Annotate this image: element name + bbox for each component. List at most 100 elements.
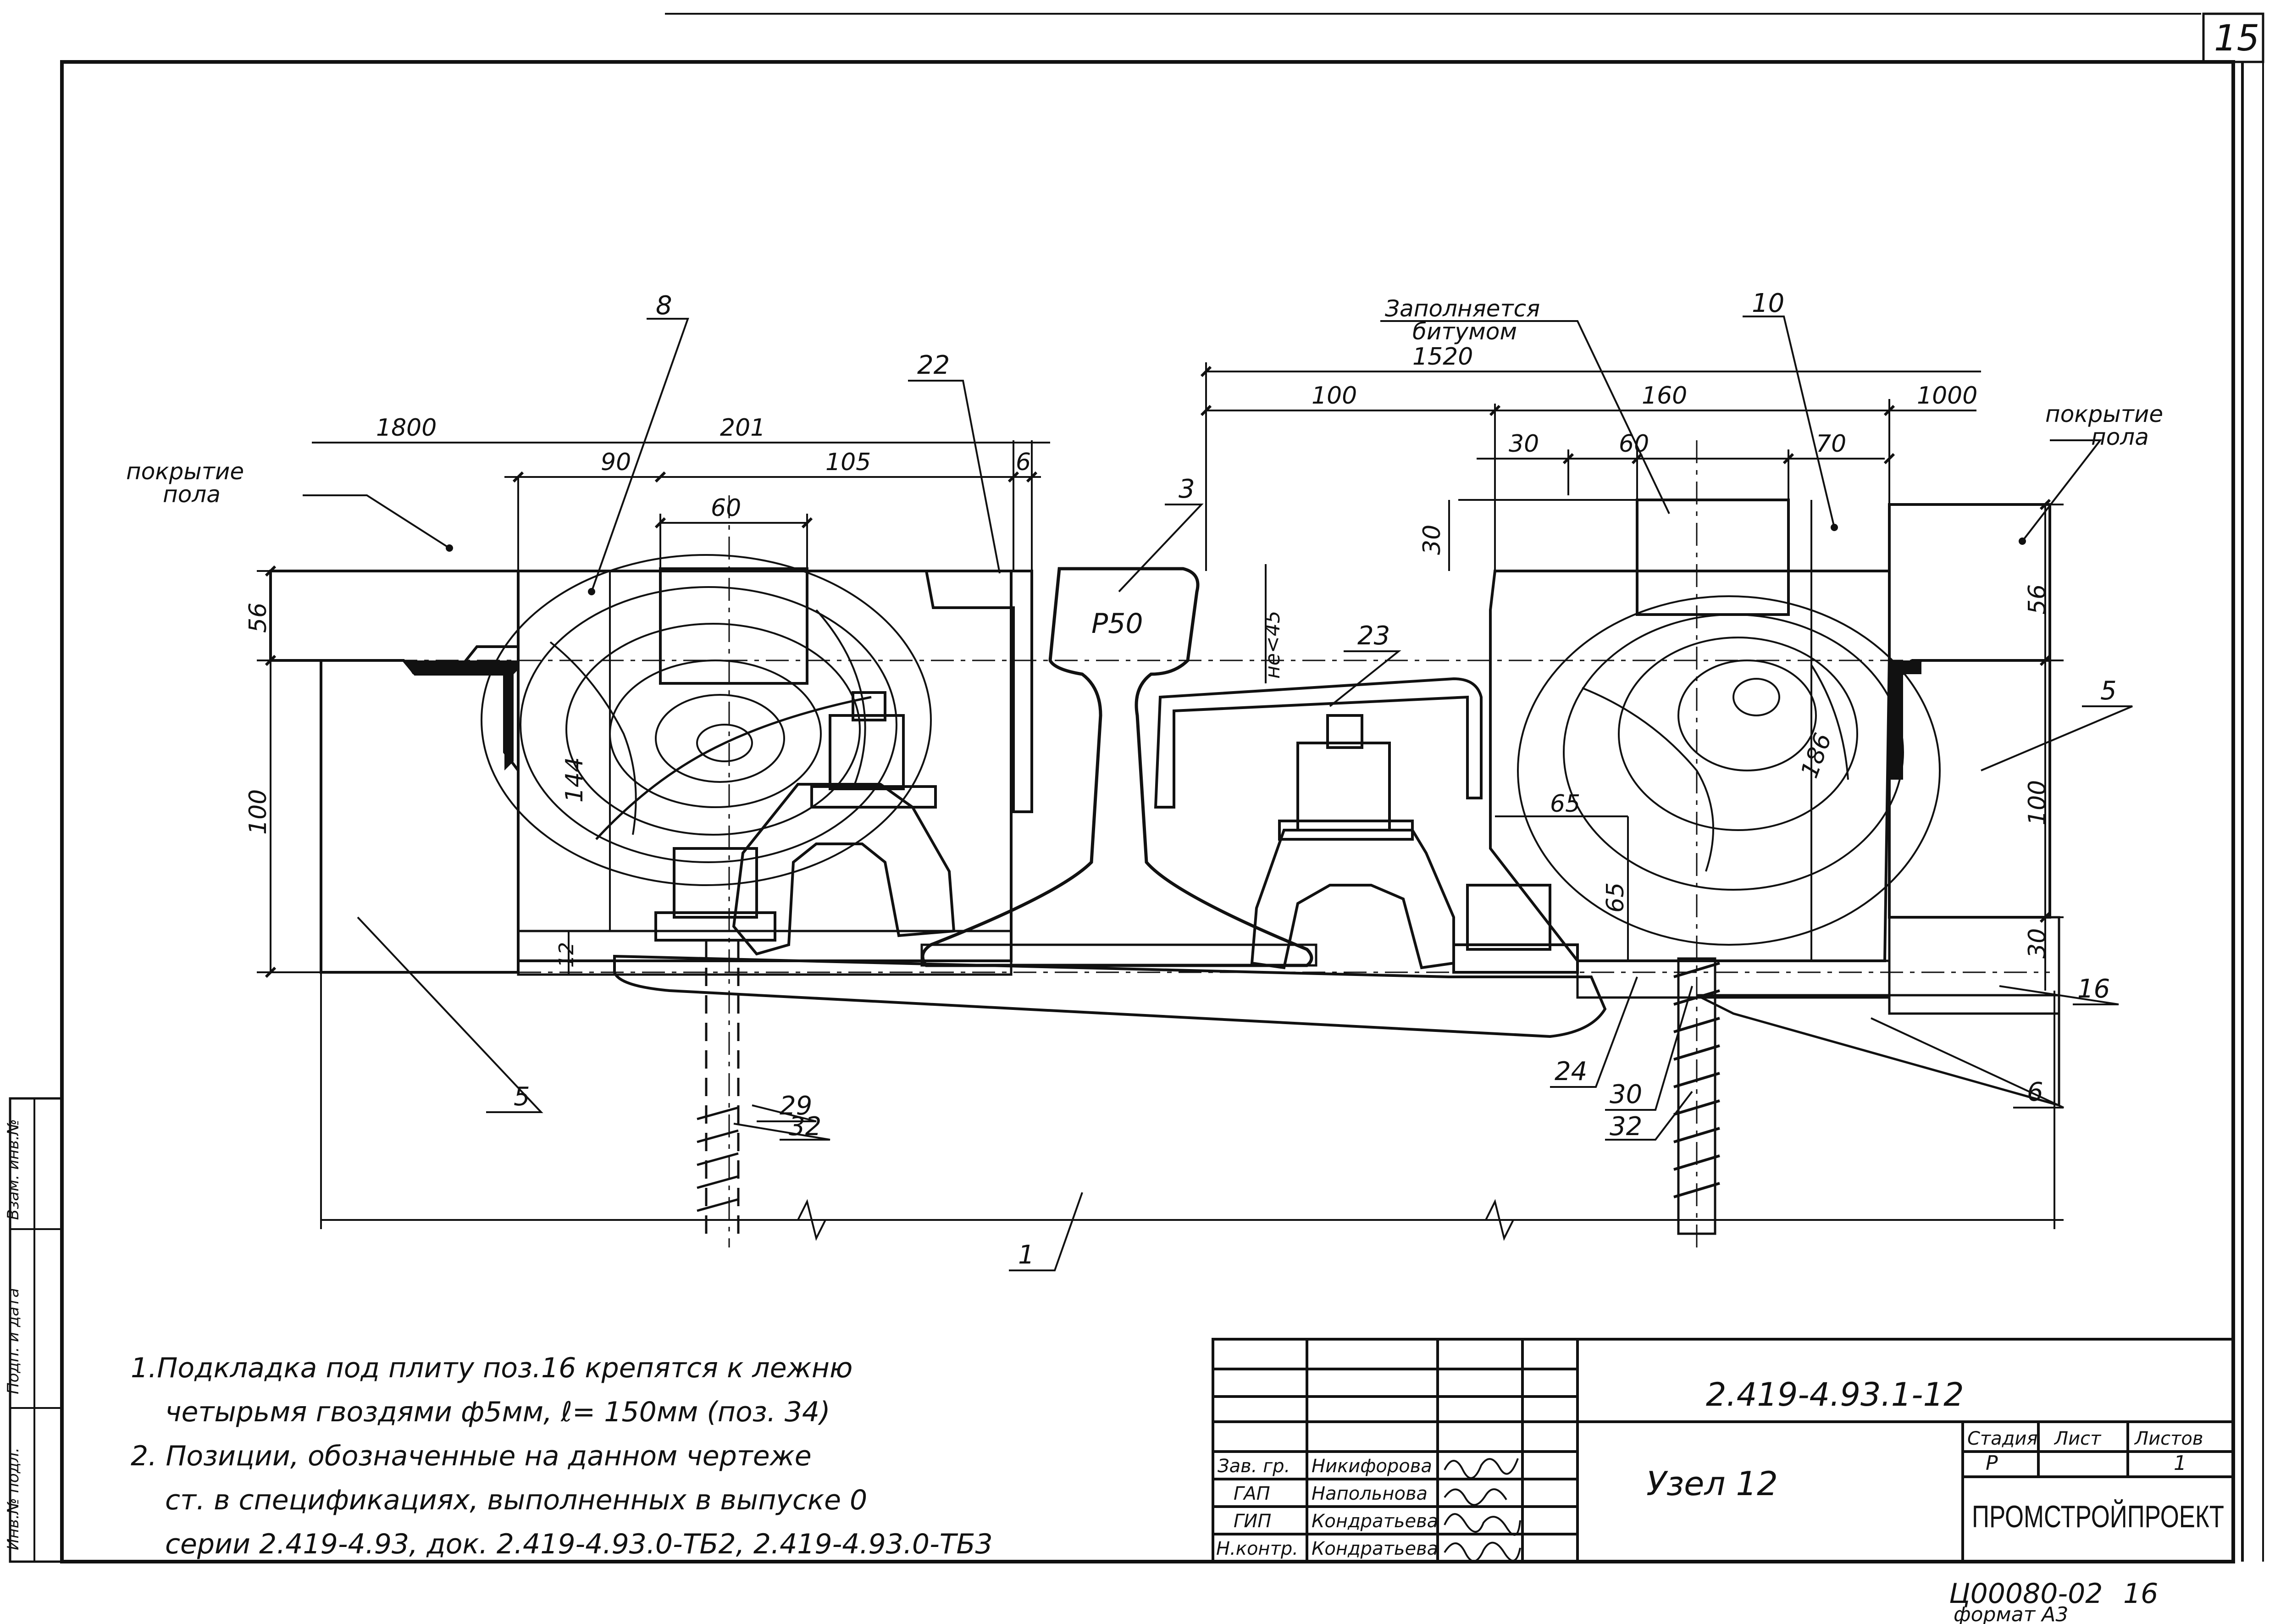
pos-6: 6 <box>2027 1077 2043 1107</box>
stage-value: Р <box>1986 1452 1998 1475</box>
clamp-angle-22 <box>924 570 1033 813</box>
timber-sleeper-left <box>517 570 1013 962</box>
floor-cover-left-slab <box>269 570 520 671</box>
pos-30: 30 <box>1610 1080 1642 1109</box>
rail-pad-24 <box>920 943 1317 967</box>
bracket-left <box>732 783 956 956</box>
bitumen-fill-left <box>659 567 808 685</box>
dim-65-b: 65 <box>1602 882 1629 913</box>
dim-70: 70 <box>1816 430 1846 458</box>
note-line-4: ст. в спецификациях, выполненных в выпус… <box>165 1484 868 1516</box>
wood-grain-right <box>1517 595 1941 946</box>
bitumen-note-2: битумом <box>1412 318 1517 345</box>
dim-105: 105 <box>825 449 871 476</box>
floor-cover-left-2: пола <box>163 481 221 508</box>
concrete-block-left <box>320 659 520 974</box>
dim-6: 6 <box>1016 449 1031 476</box>
dim-30-bottom-right: 30 <box>2024 928 2051 959</box>
center-lines <box>271 440 2050 1247</box>
bracket-right <box>1250 829 1455 970</box>
bolt-30-right <box>1466 884 1551 951</box>
sig-name-3: Кондратьева <box>1312 1511 1438 1532</box>
pos-29: 29 <box>780 1091 812 1121</box>
sig-name-1: Никифорова <box>1312 1456 1432 1477</box>
floor-cover-right-1: покрытие <box>2045 401 2163 427</box>
handwritten-signatures <box>1444 1458 1521 1562</box>
dim-90: 90 <box>601 449 631 476</box>
sheet-header: Лист <box>2054 1428 2102 1449</box>
dim-144: 144 <box>561 757 588 803</box>
dim-56-right: 56 <box>2024 584 2051 615</box>
dim-60-left: 60 <box>711 494 741 522</box>
sig-role-2: ГАП <box>1234 1483 1270 1504</box>
bolt-29-plate <box>654 911 776 942</box>
dim-1000: 1000 <box>1917 382 1977 410</box>
pos-24: 24 <box>1555 1057 1587 1086</box>
side-stamp: Инв.№ подл. Подп. и дата Взам. инв.№ <box>4 1097 63 1563</box>
dim-1800: 1800 <box>376 414 437 442</box>
bolt-head-right <box>1326 714 1363 749</box>
pos-23: 23 <box>1357 621 1390 651</box>
floor-cover-right-2: пола <box>2091 424 2149 450</box>
notes-block: 1.Подкладка под плиту поз.16 крепятся к … <box>131 1346 1185 1566</box>
pos-16: 16 <box>2077 974 2110 1004</box>
edge-angle-right <box>1889 660 1921 780</box>
pos-5-left: 5 <box>514 1082 530 1112</box>
pos-8: 8 <box>656 291 672 321</box>
dim-100-top: 100 <box>1312 382 1357 410</box>
bolt-nut-right <box>1296 742 1391 831</box>
position-leaders <box>303 316 2133 1271</box>
note-line-2: четырьмя гвоздями ф5мм, ℓ= 150мм (поз. 3… <box>165 1396 830 1428</box>
archive-sheet: 16 <box>2123 1578 2158 1610</box>
rail-type: Р50 <box>1091 608 1143 640</box>
rail-p50 <box>921 567 1313 967</box>
dim-65-a: 65 <box>1550 790 1580 818</box>
stage-header: Стадия <box>1967 1428 2037 1449</box>
sig-role-1: Зав. гр. <box>1218 1456 1290 1477</box>
dim-56-left: 56 <box>244 603 272 633</box>
note-line-3: 2. Позиции, обозначенные на данном черте… <box>131 1440 812 1472</box>
sheets-value: 1 <box>2174 1452 2186 1475</box>
bolt-head-left <box>852 691 886 721</box>
bitumen-fill-right <box>1636 499 1790 616</box>
pos-32-left: 32 <box>789 1112 821 1142</box>
pos-1: 1 <box>1018 1240 1035 1270</box>
bolt-nut-left <box>829 714 905 790</box>
pos-5-right: 5 <box>2100 676 2117 706</box>
dim-1520: 1520 <box>1412 343 1473 371</box>
washer-right <box>1278 820 1414 841</box>
bitumen-note-1: Заполняется <box>1385 295 1540 322</box>
drawing-title: Узел 12 <box>1646 1464 1778 1503</box>
title-block <box>1212 1338 2235 1563</box>
dim-100-right: 100 <box>2024 780 2051 826</box>
dim-100-left: 100 <box>244 789 272 835</box>
sig-name-2: Напольнова <box>1312 1483 1428 1504</box>
doc-code: 2.419-4.93.1-12 <box>1706 1376 1964 1413</box>
note-line-1: 1.Подкладка под плиту поз.16 крепятся к … <box>131 1352 853 1384</box>
sig-role-4: Н.контр. <box>1216 1538 1298 1559</box>
side-stamp-3: Взам. инв.№ <box>4 1119 22 1220</box>
timber-plank-left <box>517 930 1013 976</box>
pos-10: 10 <box>1752 288 1784 318</box>
wood-grain-left <box>481 554 932 886</box>
screw-32-left <box>697 940 740 1234</box>
pos-3: 3 <box>1179 474 1195 504</box>
min-angle-note: не<45 <box>1261 610 1284 679</box>
pos-22: 22 <box>917 350 950 380</box>
note-line-5: серии 2.419-4.93, док. 2.419-4.93.0-ТБ2,… <box>165 1528 993 1560</box>
section-drawing: Р50 <box>269 440 2060 1247</box>
side-stamp-2: Подп. и дата <box>4 1288 22 1394</box>
format-label: формат А3 <box>1954 1603 2068 1624</box>
archive-number: Ц00080-02 <box>1949 1578 2103 1610</box>
sheets-header: Листов <box>2134 1428 2203 1449</box>
dim-186: 186 <box>1796 730 1837 782</box>
timber-plank-right-lower <box>1576 959 1891 999</box>
floor-cover-left-1: покрытие <box>126 458 244 485</box>
organization: ПРОМСТРОЙПРОЕКТ <box>1972 1499 2224 1534</box>
dim-12: 12 <box>555 942 578 968</box>
edge-angle-left <box>404 660 518 770</box>
pos-32-right: 32 <box>1610 1112 1642 1142</box>
bolt-29 <box>673 847 758 919</box>
sig-name-4: Кондратьева <box>1312 1538 1438 1559</box>
